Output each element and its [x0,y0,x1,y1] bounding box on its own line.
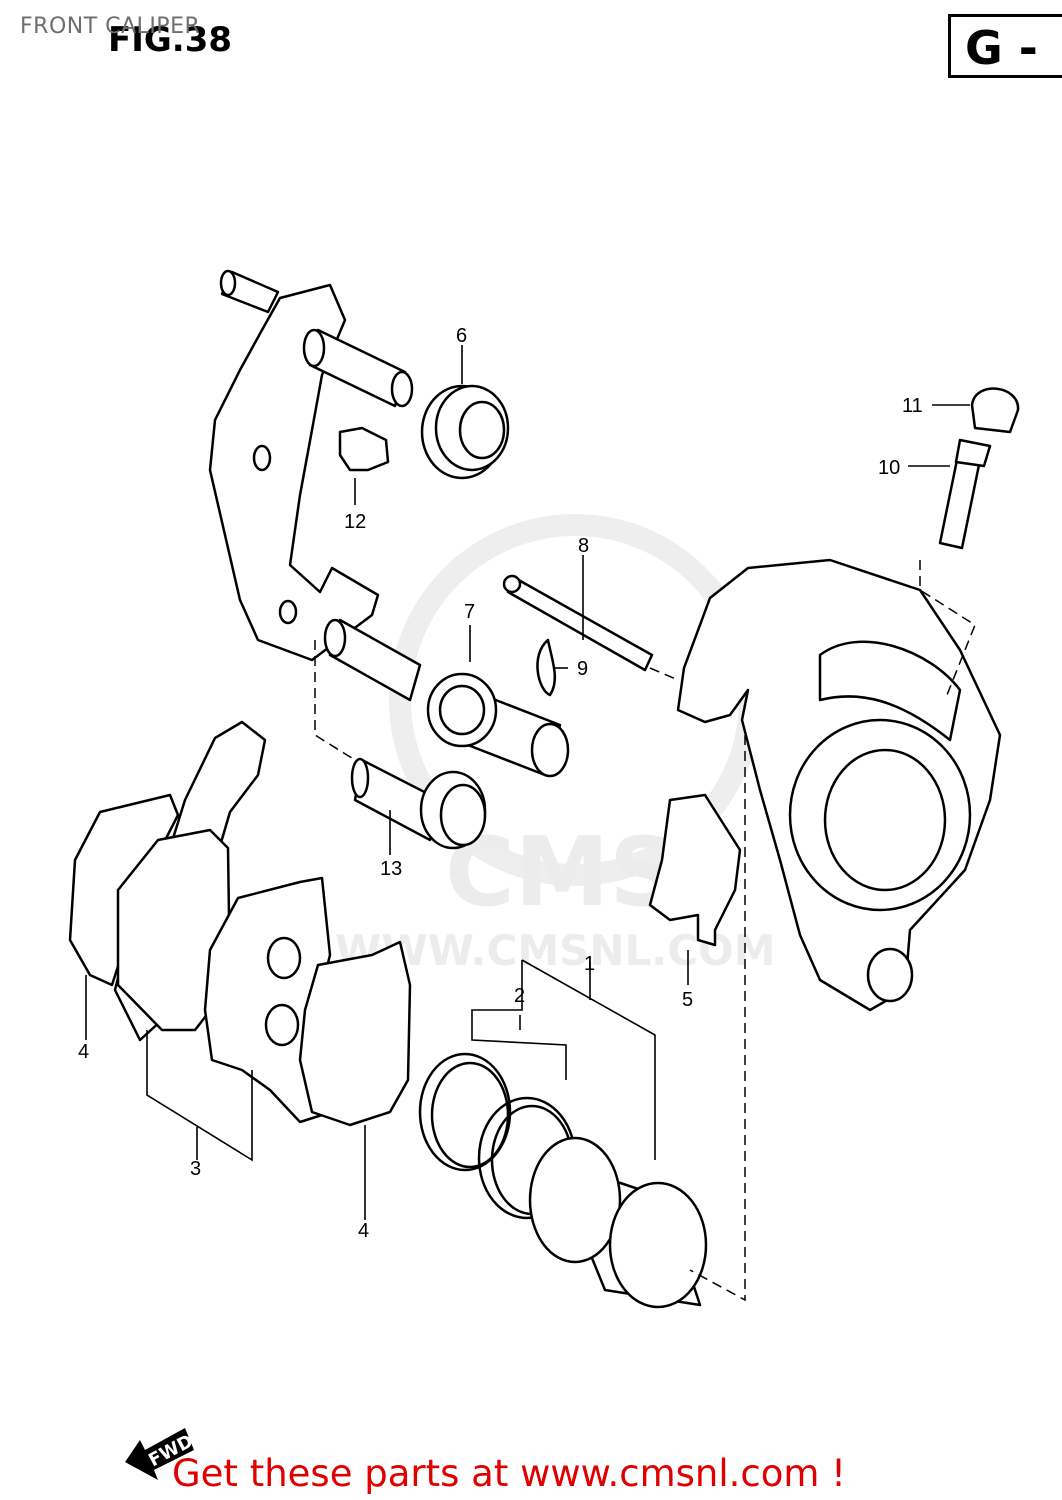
callout-3: 3 [190,1158,201,1180]
page-title: FRONT CALIPER [20,14,201,39]
callout-8: 8 [578,535,589,557]
pad-pin [502,574,654,672]
callout-11: 11 [902,395,923,417]
callout-4-right: 4 [358,1220,369,1242]
leader-lines [85,345,970,1220]
bleeder-screw [938,438,992,550]
callout-10: 10 [878,457,900,479]
pad-spring [648,793,742,947]
watermark-logo: CMS [445,818,678,928]
caliper-body [676,558,1002,1012]
callout-7: 7 [464,601,475,623]
figure-number: FIG.38 [108,20,233,60]
bracket-clip [338,426,390,472]
callout-2: 2 [514,985,525,1007]
callout-5: 5 [682,989,693,1011]
callout-9: 9 [577,658,588,680]
callout-1: 1 [584,953,595,975]
pin-boot [420,384,510,480]
dashed-guides [314,560,976,1302]
callout-12: 12 [344,511,366,533]
callout-13: 13 [380,858,402,880]
callout-6: 6 [456,325,467,347]
anti-rattle-shim [203,876,332,1124]
brake-pad-inner [298,940,412,1127]
caliper-bracket [208,283,380,662]
mounting-bolt [350,757,487,850]
section-label: G - [965,21,1038,75]
shop-link[interactable]: Get these parts at www.cmsnl.com ! [172,1452,847,1495]
caliper-piston [528,1136,708,1309]
bleeder-cap [970,387,1020,434]
callouts: 1 2 3 4 4 5 6 7 8 9 10 11 12 13 [78,325,923,1242]
upper-slide-pin [219,269,414,408]
callout-4-left: 4 [78,1041,89,1063]
lower-slide-pin [323,618,570,778]
cotter-clip [536,638,557,697]
section-box: G - [948,14,1062,78]
